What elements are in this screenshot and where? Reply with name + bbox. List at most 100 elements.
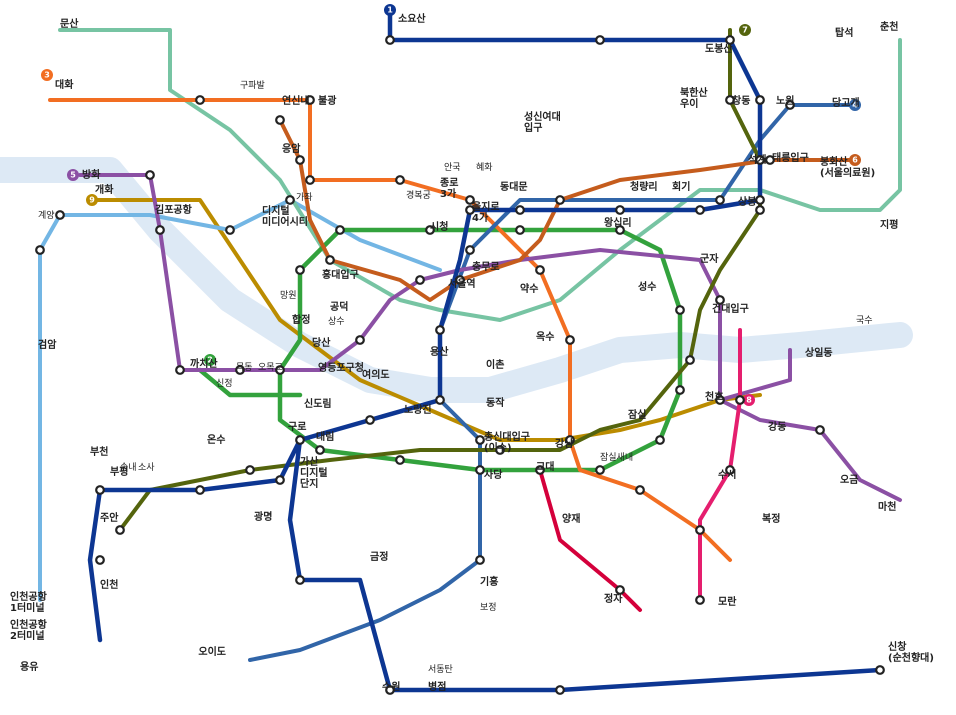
station-gongdeok[interactable]: 공덕 xyxy=(330,300,348,313)
station-yeongdeungpo-gucheong[interactable]: 영등포구청 xyxy=(318,361,364,374)
station-marker[interactable] xyxy=(195,95,205,105)
station-cheonho[interactable]: 천호 xyxy=(705,390,723,403)
station-marker[interactable] xyxy=(275,475,285,485)
station-oksu[interactable]: 옥수 xyxy=(536,331,554,343)
station-guro[interactable]: 구로 xyxy=(288,421,306,433)
station-wangsimni[interactable]: 왕십리 xyxy=(604,216,632,229)
station-marker[interactable] xyxy=(715,295,725,305)
station-guksu[interactable]: 국수 xyxy=(856,315,873,326)
station-gyodae[interactable]: 교대 xyxy=(536,460,554,473)
station-marker[interactable] xyxy=(785,100,795,110)
station-jeongja[interactable]: 정자 xyxy=(604,592,623,605)
station-seodongtan[interactable]: 서동탄 xyxy=(428,664,453,675)
station-moran[interactable]: 모란 xyxy=(718,596,737,608)
station-seongsu[interactable]: 성수 xyxy=(638,280,656,293)
station-marker[interactable] xyxy=(95,485,105,495)
station-dongjak[interactable]: 동작 xyxy=(486,396,505,409)
station-gupabal[interactable]: 구파발 xyxy=(240,80,265,91)
station-marker[interactable] xyxy=(555,195,565,205)
station-marker[interactable] xyxy=(735,395,745,405)
station-giheung[interactable]: 기흥 xyxy=(480,575,498,588)
station-marker[interactable] xyxy=(385,685,395,695)
station-marker[interactable] xyxy=(755,155,765,165)
station-sadang[interactable]: 사당 xyxy=(484,468,503,481)
station-taereung[interactable]: 태릉입구 xyxy=(772,151,809,164)
station-marker[interactable] xyxy=(695,595,705,605)
station-marker[interactable] xyxy=(815,425,825,435)
station-hapjeong[interactable]: 합정 xyxy=(292,313,310,326)
station-byeongjeom[interactable]: 병점 xyxy=(428,680,446,693)
station-sinchang[interactable]: 신창(순천향대) xyxy=(888,640,934,664)
station-gaehwa[interactable]: 개화 xyxy=(95,183,114,196)
station-marker[interactable] xyxy=(415,275,425,285)
station-hongik-univ[interactable]: 홍대입구 xyxy=(322,268,359,281)
station-dangogae[interactable]: 당고개 xyxy=(832,96,860,109)
station-marker[interactable] xyxy=(305,175,315,185)
station-marker[interactable] xyxy=(35,245,45,255)
station-onsu[interactable]: 온수 xyxy=(207,434,225,446)
station-tapseok[interactable]: 탑석 xyxy=(835,26,853,39)
station-marker[interactable] xyxy=(475,435,485,445)
station-hoegi[interactable]: 회기 xyxy=(672,180,690,193)
station-marker[interactable] xyxy=(355,335,365,345)
station-changdong[interactable]: 창동 xyxy=(732,94,750,107)
station-marker[interactable] xyxy=(475,465,485,475)
station-eungam[interactable]: 응암 xyxy=(282,143,301,155)
station-marker[interactable] xyxy=(755,95,765,105)
station-marker[interactable] xyxy=(275,115,285,125)
station-dongdaemun[interactable]: 동대문 xyxy=(500,180,528,193)
station-marker[interactable] xyxy=(565,435,575,445)
station-marker[interactable] xyxy=(685,355,695,365)
station-suwon[interactable]: 수원 xyxy=(382,680,400,693)
station-marker[interactable] xyxy=(295,155,305,165)
station-marker[interactable] xyxy=(395,175,405,185)
station-marker[interactable] xyxy=(635,485,645,495)
station-banghwa[interactable]: 방화 xyxy=(82,168,101,181)
station-marker[interactable] xyxy=(395,455,405,465)
station-ogeum[interactable]: 오금 xyxy=(840,474,858,486)
station-sindorim[interactable]: 신도림 xyxy=(304,397,332,410)
station-juan[interactable]: 주안 xyxy=(100,511,119,524)
station-marker[interactable] xyxy=(515,205,525,215)
station-marker[interactable] xyxy=(675,385,685,395)
station-gangnam[interactable]: 강남 xyxy=(555,437,574,450)
station-gimpo-airport[interactable]: 김포공항 xyxy=(155,203,193,216)
station-marker[interactable] xyxy=(145,170,155,180)
station-marker[interactable] xyxy=(435,395,445,405)
station-marker[interactable] xyxy=(225,225,235,235)
station-seokgye[interactable]: 석계 xyxy=(748,153,766,166)
station-marker[interactable] xyxy=(565,335,575,345)
station-yaksu[interactable]: 약수 xyxy=(520,282,538,295)
station-marker[interactable] xyxy=(465,245,475,255)
station-nowon[interactable]: 노원 xyxy=(776,94,794,107)
station-gwangmyeong[interactable]: 광명 xyxy=(254,510,272,523)
station-jamsilsaenae[interactable]: 잠실새내 xyxy=(600,452,633,463)
station-marker[interactable] xyxy=(715,395,725,405)
station-isu[interactable]: 총신대입구(이수) xyxy=(484,430,530,454)
station-marker[interactable] xyxy=(615,225,625,235)
station-gyeongbokgung[interactable]: 경복궁 xyxy=(406,189,431,201)
station-suseo[interactable]: 수서 xyxy=(718,468,736,481)
station-marker[interactable] xyxy=(615,205,625,215)
station-omokgyo[interactable]: 오목교 xyxy=(258,362,283,373)
station-sangbong[interactable]: 상봉 xyxy=(738,195,756,208)
station-gunja[interactable]: 군자 xyxy=(700,252,719,265)
station-marker[interactable] xyxy=(315,445,325,455)
station-marker[interactable] xyxy=(465,195,475,205)
station-sosa[interactable]: 소사 xyxy=(138,462,155,473)
station-marker[interactable] xyxy=(275,365,285,375)
station-daehwa[interactable]: 대화 xyxy=(55,78,74,91)
station-marker[interactable] xyxy=(365,415,375,425)
station-marker[interactable] xyxy=(435,325,445,335)
station-mangwon[interactable]: 망원 xyxy=(280,290,297,301)
station-sangildong[interactable]: 상일동 xyxy=(805,346,833,359)
station-daerim[interactable]: 대림 xyxy=(316,430,334,443)
station-kkachisan[interactable]: 까치산 xyxy=(190,357,218,370)
station-hyehwa[interactable]: 혜화 xyxy=(476,161,493,173)
station-ichon[interactable]: 이촌 xyxy=(486,358,504,371)
